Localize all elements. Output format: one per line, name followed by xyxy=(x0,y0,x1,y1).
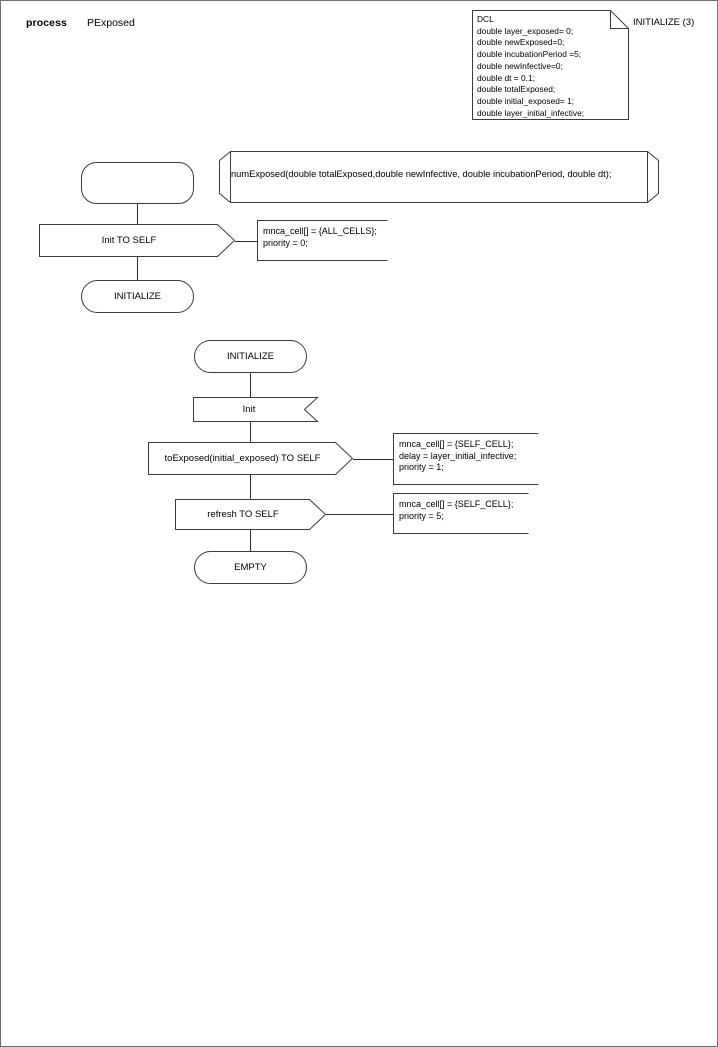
connector-init-output-to-initialize xyxy=(137,257,138,280)
state-symbol-empty xyxy=(194,551,307,584)
comment-connector-line-1 xyxy=(235,241,258,242)
connector-refresh-to-empty-state xyxy=(250,530,251,551)
process-name: PExposed xyxy=(87,17,135,29)
connector-toexposed-to-refresh-output xyxy=(250,475,251,499)
comment-connector-line-2 xyxy=(353,459,394,460)
state-symbol-start-empty xyxy=(81,162,194,204)
procedure-declaration-label: numExposed(double totalExposed,double ne… xyxy=(231,169,612,179)
output-symbol-init-to-self xyxy=(39,224,236,257)
state-symbol-initialize-1 xyxy=(81,280,194,313)
comment-connector-line-3 xyxy=(326,514,394,515)
output-symbol-toexposed-to-self-label: toExposed(initial_exposed) TO SELF xyxy=(164,453,321,464)
output-symbol-toexposed-to-self xyxy=(148,442,354,475)
declaration-note-text: DCL double layer_exposed= 0; double newE… xyxy=(477,14,585,118)
connector-input-to-toexposed-output xyxy=(250,422,251,442)
process-keyword: process xyxy=(26,17,67,29)
output-symbol-refresh-to-self-label: refresh TO SELF xyxy=(207,509,279,520)
connector-start-to-init-output xyxy=(137,204,138,224)
state-symbol-initialize-1-label: INITIALIZE xyxy=(114,291,161,302)
input-symbol-init xyxy=(193,397,319,422)
comment-symbol-3-text: mnca_cell[] = {SELF_CELL}; priority = 5; xyxy=(399,499,514,521)
comment-symbol-3-shape xyxy=(393,493,529,534)
comment-symbol-2-shape xyxy=(393,433,539,485)
connector-initialize-to-input xyxy=(250,373,251,397)
input-symbol-init-label: Init xyxy=(242,404,256,415)
declaration-note-shape xyxy=(472,10,629,120)
comment-symbol-1-text: mnca_cell[] = {ALL_CELLS}; priority = 0; xyxy=(263,226,377,248)
state-symbol-initialize-2-label: INITIALIZE xyxy=(227,351,274,362)
output-symbol-init-to-self-label: Init TO SELF xyxy=(101,235,157,246)
state-symbol-initialize-2 xyxy=(194,340,307,373)
comment-symbol-1-shape xyxy=(257,220,388,261)
output-symbol-refresh-to-self xyxy=(175,499,327,530)
state-symbol-empty-label: EMPTY xyxy=(234,562,267,573)
page-reference-label: INITIALIZE (3) xyxy=(633,17,695,28)
procedure-declaration-shape xyxy=(219,151,659,203)
comment-symbol-2-text: mnca_cell[] = {SELF_CELL}; delay = layer… xyxy=(399,439,517,473)
